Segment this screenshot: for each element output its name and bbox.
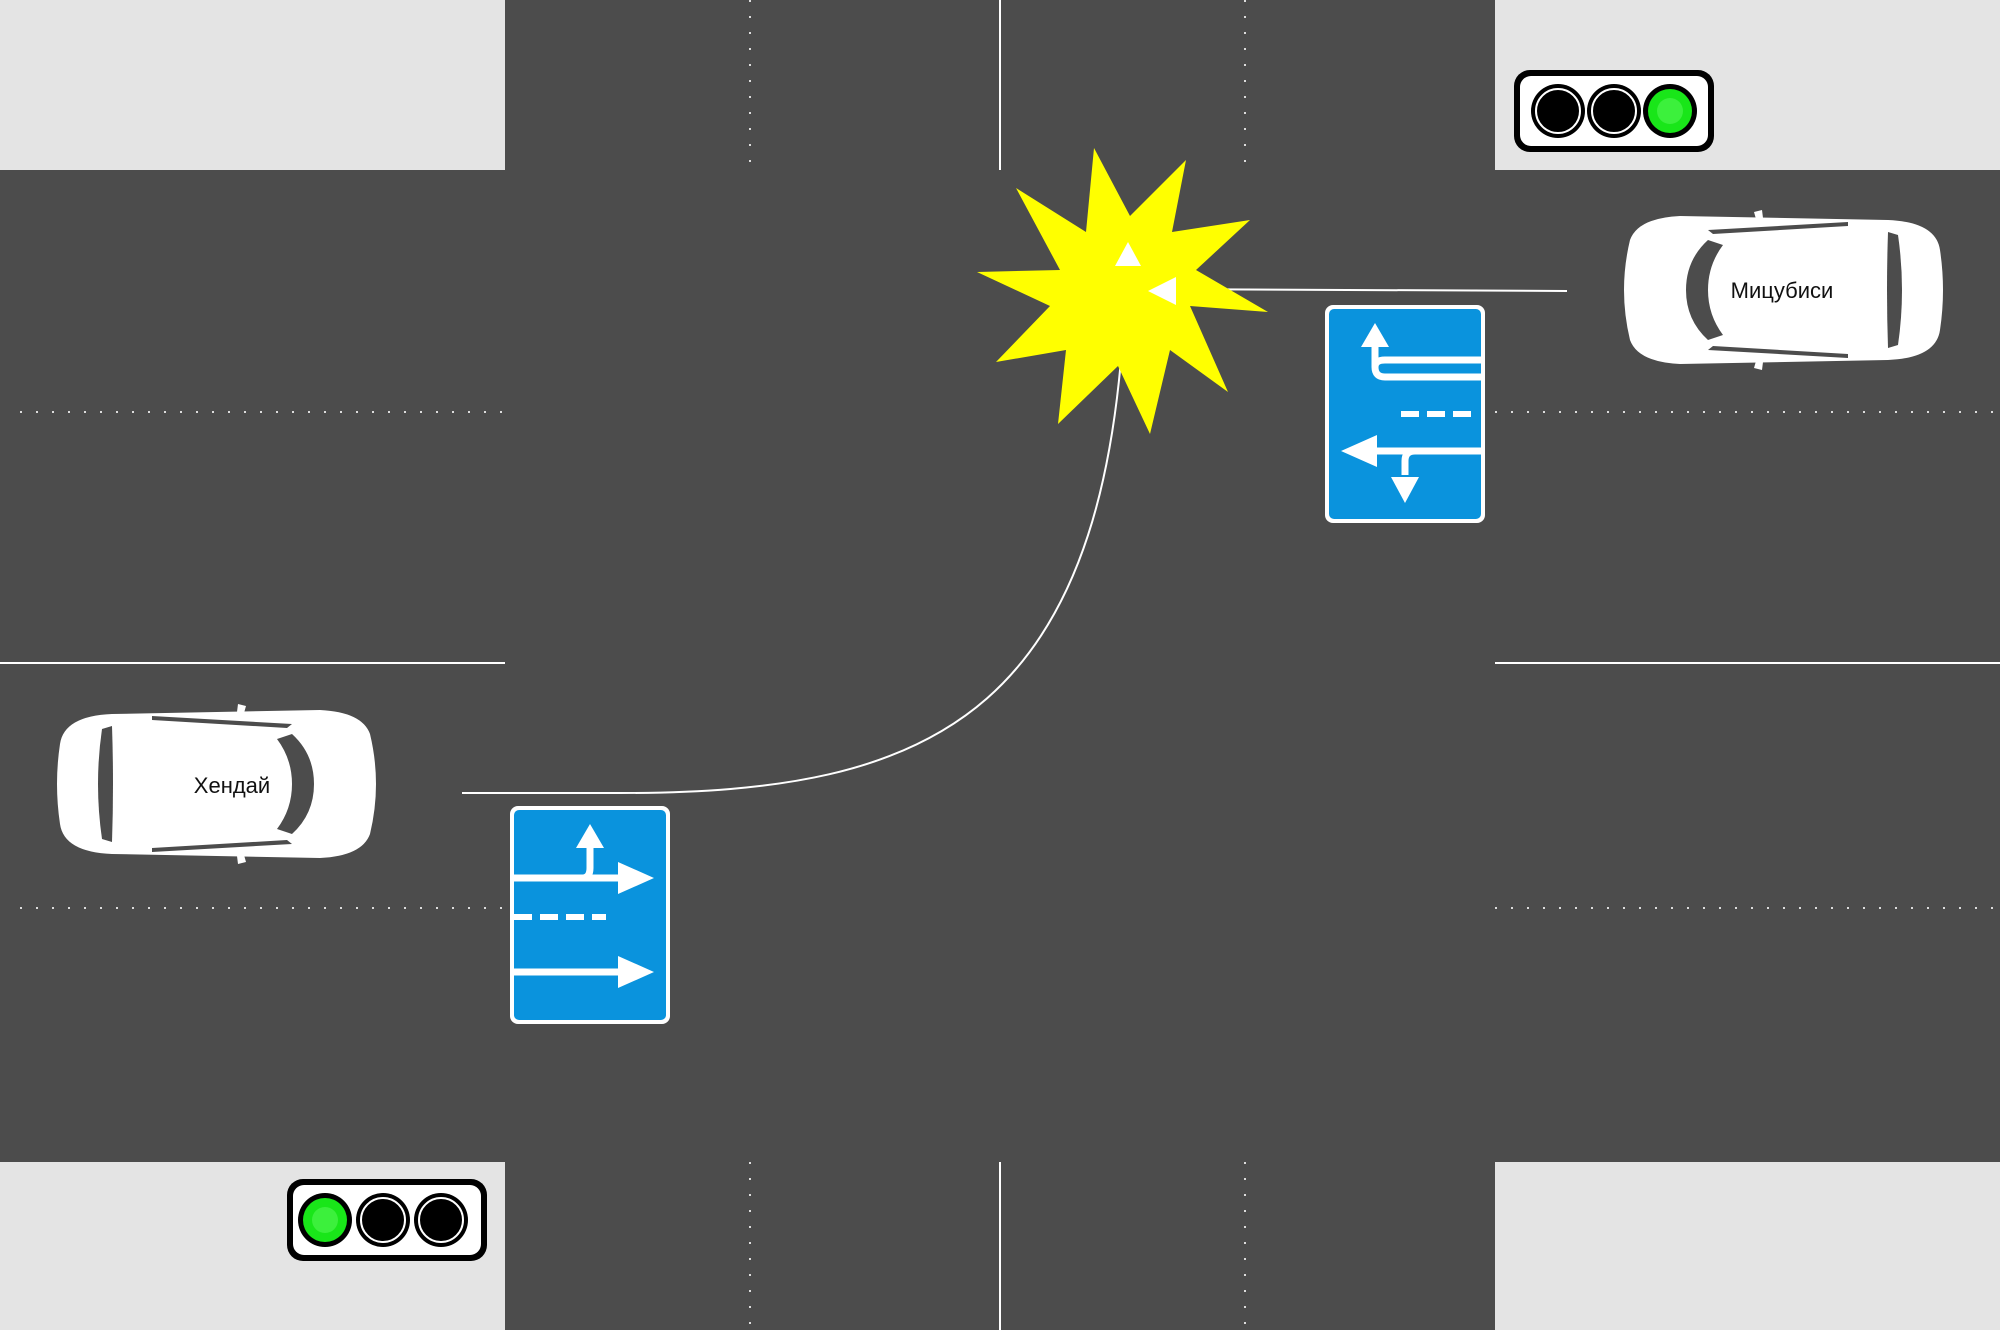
light-yellow-off <box>1587 84 1641 138</box>
mitsubishi-arrowhead <box>1148 277 1176 305</box>
hyundai-car: Хендай <box>57 704 376 864</box>
hyundai-arrowhead <box>1115 242 1141 266</box>
vertical-road <box>505 0 1495 1330</box>
light-yellow-off <box>356 1193 410 1247</box>
traffic-light-bottom-left <box>287 1179 487 1261</box>
traffic-light-top-right <box>1514 70 1714 152</box>
hyundai-trajectory <box>462 254 1127 794</box>
mitsubishi-label: Мицубиси <box>1731 278 1834 303</box>
collision-burst-icon <box>977 148 1268 434</box>
lane-lines <box>20 0 2000 1330</box>
light-red-off <box>1531 84 1585 138</box>
lane-sign-right <box>1325 305 1485 523</box>
hyundai-label: Хендай <box>194 773 270 798</box>
light-red-off <box>414 1193 468 1247</box>
mitsubishi-car: Мицубиси <box>1624 210 1943 370</box>
lane-sign-left <box>510 806 670 1024</box>
